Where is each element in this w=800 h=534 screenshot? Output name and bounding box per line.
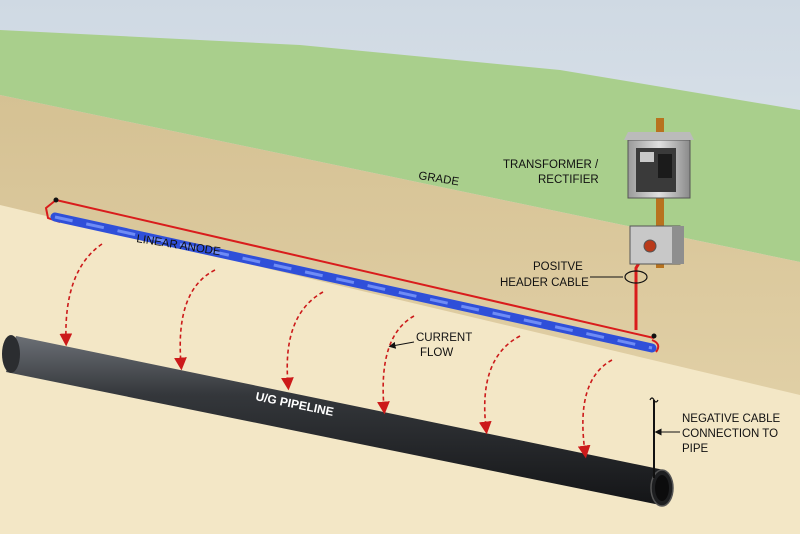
current-flow-label-line1: CURRENT bbox=[416, 332, 472, 344]
cable-callout-ring bbox=[624, 270, 648, 284]
transformer-label-line2: RECTIFIER bbox=[538, 174, 599, 186]
cable-splice-left bbox=[53, 197, 59, 203]
current-arrow bbox=[577, 359, 613, 459]
negative-label-line1: NEGATIVE CABLE bbox=[682, 413, 781, 425]
negative-label-line3: PIPE bbox=[682, 443, 709, 455]
header-cable-top bbox=[55, 199, 655, 339]
current-flow-leader bbox=[388, 341, 415, 349]
transformer-label-line1: TRANSFORMER / bbox=[503, 159, 599, 171]
positive-label-line1: POSITVE bbox=[533, 261, 583, 273]
current-flow-arrows bbox=[59, 243, 613, 459]
negative-cable-tilde bbox=[649, 397, 659, 403]
cable-splice-right bbox=[651, 333, 657, 339]
transformer-rectifier bbox=[624, 118, 694, 268]
current-arrow bbox=[478, 335, 521, 435]
linear-anode bbox=[50, 212, 660, 353]
current-arrow bbox=[281, 291, 324, 391]
current-arrow bbox=[59, 243, 103, 347]
grass-surface bbox=[0, 30, 800, 262]
subsoil-layer bbox=[0, 205, 800, 534]
current-arrow bbox=[174, 269, 216, 371]
positive-label-line2: HEADER CABLE bbox=[500, 277, 589, 289]
negative-label-line2: CONNECTION TO bbox=[682, 428, 778, 440]
current-arrow bbox=[377, 315, 415, 415]
current-flow-label-line2: FLOW bbox=[420, 347, 453, 359]
